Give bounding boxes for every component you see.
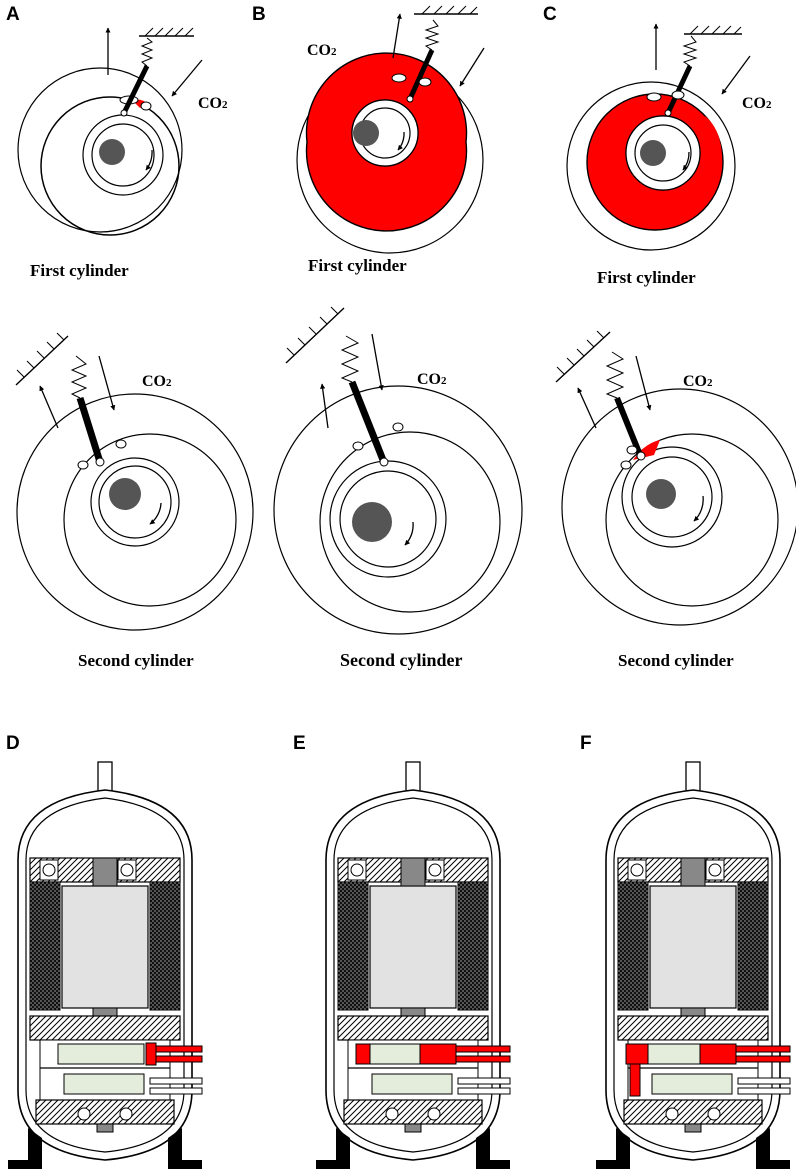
panel-c-first-gas-label: CO2 — [742, 95, 772, 112]
panel-d-refrigerant — [145, 1042, 203, 1066]
panel-b: B CO2 First cylinder — [252, 4, 523, 670]
panel-e-letter: E — [293, 733, 306, 754]
panel-c-first-cylinder: CO2 — [566, 23, 772, 251]
panel-b-second-piston-arrow — [320, 383, 329, 429]
panel-c-second-shaft — [646, 479, 676, 509]
panel-b-first-piston-arrow — [392, 13, 402, 59]
panel-c-top-caption: First cylinder — [597, 268, 696, 287]
panel-b-first-shaft — [353, 120, 379, 146]
panel-d-letter: D — [6, 733, 20, 754]
panel-a-first-inlet-arrow — [171, 59, 203, 97]
panel-a-letter: A — [6, 4, 20, 25]
panel-c-first-inlet-arrow — [721, 55, 751, 95]
panel-b-second-gas-label: CO2 — [417, 371, 447, 388]
panel-a-top-caption: First cylinder — [30, 261, 129, 280]
panel-a-second-inlet-arrow — [98, 355, 116, 411]
panel-b-second-shaft — [352, 502, 392, 542]
panel-a-first-gas-label: CO2 — [198, 95, 228, 112]
panel-c-second-piston-arrow — [577, 387, 597, 429]
panel-b-bottom-caption: Second cylinder — [340, 650, 463, 670]
panel-c-second-cylinder: CO2 — [555, 330, 796, 626]
panel-d — [8, 761, 203, 1169]
panel-c-bottom-caption: Second cylinder — [618, 651, 734, 670]
panel-f — [595, 761, 791, 1169]
panel-c: C CO2 First cylinder — [543, 4, 796, 670]
panel-b-second-cylinder: CO2 — [273, 306, 523, 635]
panel-a-second-gas-label: CO2 — [142, 373, 172, 390]
panel-a: A CO2 First cylinder — [6, 4, 254, 670]
panel-f-letter: F — [580, 733, 592, 754]
panel-c-first-shaft — [640, 140, 666, 166]
panel-a-second-piston-arrow — [39, 385, 59, 429]
panel-b-second-inlet-arrow — [371, 333, 384, 391]
panel-a-first-cylinder: CO2 — [17, 27, 228, 236]
panel-a-bottom-caption: Second cylinder — [78, 651, 194, 670]
panel-b-letter: B — [252, 4, 266, 25]
panel-a-first-shaft — [99, 139, 125, 165]
panel-c-letter: C — [543, 4, 557, 25]
panel-c-second-inlet-arrow — [635, 355, 652, 411]
panel-b-first-inlet-arrow — [459, 47, 485, 87]
panel-a-second-shaft — [109, 478, 141, 510]
panel-b-top-caption: First cylinder — [308, 256, 407, 275]
panel-e — [315, 761, 511, 1169]
panel-b-first-cylinder: CO2 — [296, 5, 485, 254]
panel-a-second-cylinder: CO2 — [15, 332, 254, 631]
panel-c-second-gas-label: CO2 — [683, 373, 713, 390]
panel-b-first-gas-label: CO2 — [307, 42, 337, 59]
